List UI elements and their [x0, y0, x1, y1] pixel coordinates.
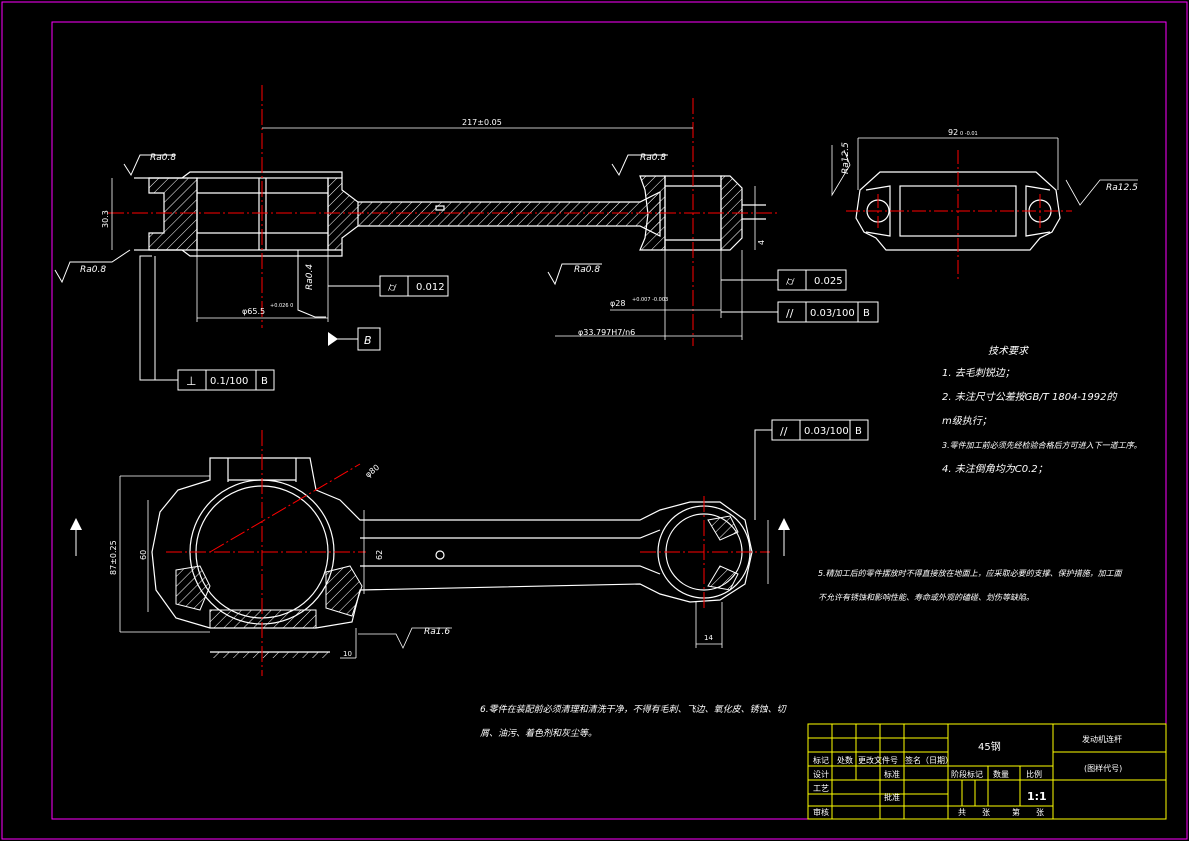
dim-cap-width-tol: 0 -0.01: [960, 131, 978, 137]
tb-drawing-name: 发动机连杆: [1082, 734, 1122, 744]
tb-mark: 标记: [813, 755, 829, 765]
tol-perpendicular: 0.1/100: [210, 376, 248, 387]
tb-approve: 批准: [884, 792, 900, 802]
tol-parallel-top: 0.03/100: [810, 308, 855, 319]
plan-view: [151, 457, 753, 629]
plan-hatch-bottom: [209, 609, 317, 629]
tol-cylindricity-big: 0.012: [416, 282, 445, 293]
tb-review: 审核: [813, 807, 829, 817]
roughness-r3: Ra0.8: [80, 265, 106, 275]
tol-cyl-big-symbol: ⌭: [388, 280, 397, 294]
tb-material: 45钢: [978, 740, 1001, 753]
tb-design: 设计: [813, 769, 829, 779]
datum-label: B: [364, 334, 372, 347]
tol-par-bottom-symbol: //: [780, 425, 788, 438]
big-end-section: [148, 177, 198, 251]
dim-bolt-boss-height: 10: [343, 650, 352, 658]
plan-hatch-left: [175, 565, 211, 611]
note-line-5: 4. 未注倒角均为C0.2；: [942, 464, 1048, 475]
dim-bolt-circle: φ80: [364, 463, 382, 480]
note-line-3: m级执行；: [942, 416, 992, 427]
dim-big-end-height: 87±0.25: [109, 540, 118, 575]
roughness-r8: Ra12.5: [1106, 183, 1138, 193]
notes-title: 技术要求: [988, 346, 1028, 357]
dim-small-end-bore-tol: +0.007 -0.003: [632, 297, 668, 303]
plan-hatch-small-bottom: [707, 565, 739, 591]
dim-big-end-inner: 60: [139, 550, 148, 560]
tol-perp-symbol: ⊥: [186, 374, 196, 388]
roughness-symbols-front: [54, 154, 668, 318]
dim-bolt-spacing: 62: [375, 550, 384, 560]
roughness-r1: Ra0.8: [150, 153, 176, 163]
note-line-2: 2. 未注尺寸公差按GB/T 1804-1992的: [942, 392, 1117, 403]
dim-cap-width: 92: [948, 128, 958, 137]
tb-total: 共: [958, 808, 966, 817]
dim-center-distance: 217±0.05: [462, 118, 502, 127]
tol-perpendicular-ref: B: [261, 376, 268, 387]
tb-scale: 1:1: [1027, 790, 1047, 803]
note-5-line-2: 不允许有锈蚀和影响性能、寿命或外观的磕碰、划伤等缺陷。: [818, 593, 1034, 602]
tb-sheet-unit: 张: [1036, 808, 1044, 817]
tb-sign-date: 签名（日期）: [905, 755, 953, 765]
tol-parallel-bottom-ref: B: [855, 426, 862, 437]
section-arrow-left: [70, 518, 82, 530]
tb-drawing-code: (图样代号): [1084, 763, 1122, 773]
dim-big-end-bore: φ65.5: [242, 307, 265, 316]
tb-scale-label: 比例: [1026, 769, 1042, 779]
dim-small-end-width: 30.3: [101, 210, 110, 228]
tb-weight: 数量: [993, 769, 1009, 779]
big-end-section-right: [327, 177, 359, 251]
note-6-line-1: 6.零件在装配前必须清理和清洗干净，不得有毛刺、飞边、氧化皮、锈蚀、切: [480, 705, 786, 715]
tol-parallel-bottom: 0.03/100: [804, 426, 849, 437]
front-view: [134, 171, 766, 257]
dim-small-end-rim: 14: [704, 634, 713, 642]
tol-cyl-small-symbol: ⌭: [786, 274, 795, 288]
dim-bushing-od: φ33.797H7/n6: [578, 328, 635, 337]
roughness-r4: Ra0.8: [574, 265, 600, 275]
inner-frame: [51, 21, 1167, 820]
dim-big-end-bore-tol: +0.026 0: [270, 303, 293, 309]
shank-section: [358, 191, 661, 237]
tol-parallel-top-ref: B: [863, 308, 870, 319]
plan-hatch-small-top: [707, 515, 739, 541]
tb-stage-mark: 阶段标记: [951, 769, 983, 779]
plan-hatch-right: [325, 565, 363, 617]
tb-count: 处数: [837, 755, 853, 765]
roughness-r2: Ra0.8: [640, 153, 666, 163]
front-centerlines: [108, 85, 780, 346]
title-block-grid: [807, 723, 1167, 820]
tolerance-frames: [139, 255, 879, 520]
tol-cylindricity-small: 0.025: [814, 276, 843, 287]
note-5-line-1: 5.精加工后的零件摆放时不得直接放在地面上，应采取必要的支撑、保护措施，加工面: [818, 569, 1122, 578]
note-6-line-2: 屑、油污、着色剂和灰尘等。: [480, 729, 598, 739]
tol-par-top-symbol: //: [786, 307, 794, 320]
tb-change-doc: 更改文件号: [858, 755, 898, 765]
tb-standard: 标准: [884, 769, 900, 779]
roughness-r6: Ra1.6: [424, 627, 450, 637]
note-line-1: 1. 去毛刺锐边；: [942, 368, 1015, 379]
note-line-4: 3.零件加工前必须先经检验合格后方可进入下一道工序。: [942, 441, 1142, 450]
dim-small-end-offset: 4: [757, 240, 766, 245]
roughness-r5: Ra0.4: [305, 264, 315, 290]
dim-small-end-bore: φ28: [610, 299, 625, 308]
roughness-r7: Ra12.5: [841, 142, 851, 174]
tb-sheets: 张: [982, 808, 990, 817]
section-arrow-right: [778, 518, 790, 530]
tb-craft: 工艺: [813, 784, 829, 793]
tb-page: 第: [1012, 807, 1020, 817]
